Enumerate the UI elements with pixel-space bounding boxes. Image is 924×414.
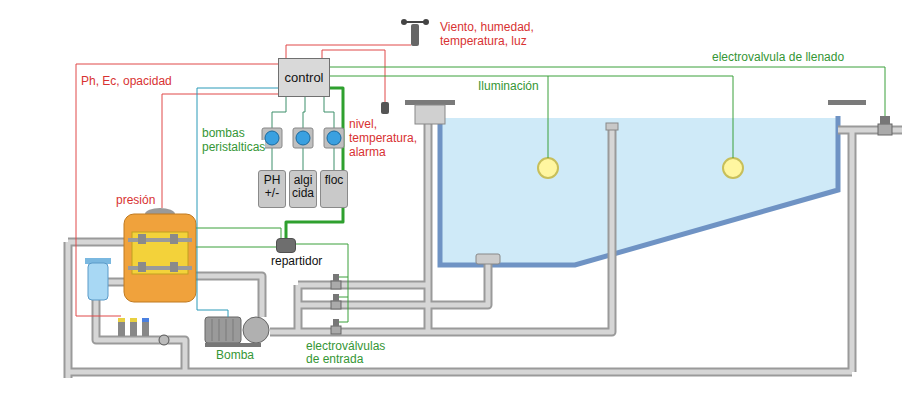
pool-fitting (606, 123, 618, 130)
weather-sensor (401, 19, 429, 46)
probe (159, 335, 169, 345)
chemical-tank: PH +/- (258, 170, 286, 208)
label-holder: Iluminación (478, 79, 539, 93)
inlet-valve (331, 326, 341, 334)
controller-box: control (278, 58, 330, 97)
pool-fitting (476, 254, 500, 264)
label-holder: nivel, temperatura, alarma (349, 117, 421, 159)
actuator-wire (330, 67, 885, 116)
pipe (68, 124, 902, 378)
inlet-valve (331, 274, 341, 334)
sand-filter (170, 262, 178, 272)
probe (142, 322, 149, 336)
weather-sensor (401, 19, 407, 25)
callout-label: nivel, temperatura, alarma (349, 117, 417, 159)
level-sensor (381, 102, 389, 114)
peristaltic-pump (293, 128, 313, 148)
pool (440, 116, 838, 265)
pool-light (538, 158, 743, 178)
callout-label: Viento, humedad, temperatura, luz (440, 20, 534, 48)
pump (212, 319, 233, 341)
pump (243, 317, 269, 343)
callout-label: Ph, Ec, opacidad (81, 74, 172, 88)
sand-filter (170, 234, 178, 244)
sand-filter (124, 214, 196, 302)
node-text: algicida (291, 174, 315, 200)
callout-label: Iluminación (478, 79, 539, 93)
label-holder: bombas peristalticas (202, 126, 272, 154)
sensor-wire (76, 64, 278, 316)
peristaltic-pump (262, 128, 344, 148)
weather-sensor (411, 24, 419, 46)
pool-light (723, 158, 743, 178)
callout-label: electrovalvula de llenado (712, 50, 844, 64)
inlet-valve (333, 274, 339, 281)
level-sensor (381, 102, 389, 114)
inlet-valve (333, 319, 339, 326)
probe (130, 322, 137, 336)
actuator-wire (196, 228, 281, 247)
fill-valve (880, 116, 890, 124)
connector (286, 88, 343, 238)
pump (205, 317, 269, 347)
sensor-wire (286, 45, 411, 58)
node-text: repartidor (271, 254, 322, 268)
probe (142, 318, 149, 322)
node-text: PH +/- (260, 174, 284, 200)
probe (130, 318, 137, 322)
label-holder: Viento, humedad, temperatura, luz (440, 20, 546, 48)
pool (440, 118, 838, 265)
sand-filter (128, 240, 192, 268)
label-holder: Bomba (216, 348, 254, 362)
actuator-wire (330, 76, 733, 158)
sand-filter (138, 234, 146, 244)
inlet-valve (333, 294, 339, 301)
pre-filter (85, 258, 111, 300)
peristaltic-pump (296, 131, 310, 145)
inlet-valve (331, 301, 341, 309)
pipe (68, 124, 902, 378)
pipe (68, 124, 902, 378)
pool-fitting (405, 100, 866, 264)
probe (118, 318, 125, 322)
label-holder: electrovalvula de llenado (712, 50, 844, 64)
probe (118, 322, 125, 336)
distributor-box: repartidor (276, 238, 296, 253)
pump (205, 343, 261, 347)
label-holder: presión (116, 193, 155, 207)
callout-label: bombas peristalticas (202, 126, 265, 154)
sensor-wire (76, 45, 411, 316)
callout-label: Bomba (216, 348, 254, 362)
pool-light (538, 158, 558, 178)
inlet-valve (331, 281, 341, 289)
callout-label: electroválvulas de entrada (306, 339, 385, 366)
pool-fitting (405, 100, 455, 105)
peristaltic-pump (324, 128, 344, 148)
peristaltic-pump (262, 128, 282, 148)
pipe (68, 124, 902, 378)
node-text: floc (322, 174, 346, 187)
pool-fitting (415, 105, 445, 124)
actuator-wire (196, 67, 885, 322)
pre-filter (88, 263, 108, 300)
peristaltic-pump (327, 131, 341, 145)
fill-valve (878, 124, 892, 135)
probe (118, 318, 169, 345)
chemical-tank: algicida (289, 170, 317, 208)
fill-valve (878, 116, 892, 135)
chemical-tank: floc (320, 170, 348, 208)
label-holder: electroválvulas de entrada (306, 340, 401, 366)
node-text: control (284, 70, 323, 85)
sand-filter (124, 208, 196, 302)
label-holder: Ph, Ec, opacidad (81, 74, 172, 88)
weather-sensor (423, 19, 429, 25)
weather-sensor (404, 21, 426, 23)
callout-label: presión (116, 193, 155, 207)
peristaltic-pump (265, 131, 279, 145)
sand-filter (138, 262, 146, 272)
pump (205, 317, 241, 343)
pool (440, 116, 838, 265)
pool-fitting (828, 100, 866, 105)
